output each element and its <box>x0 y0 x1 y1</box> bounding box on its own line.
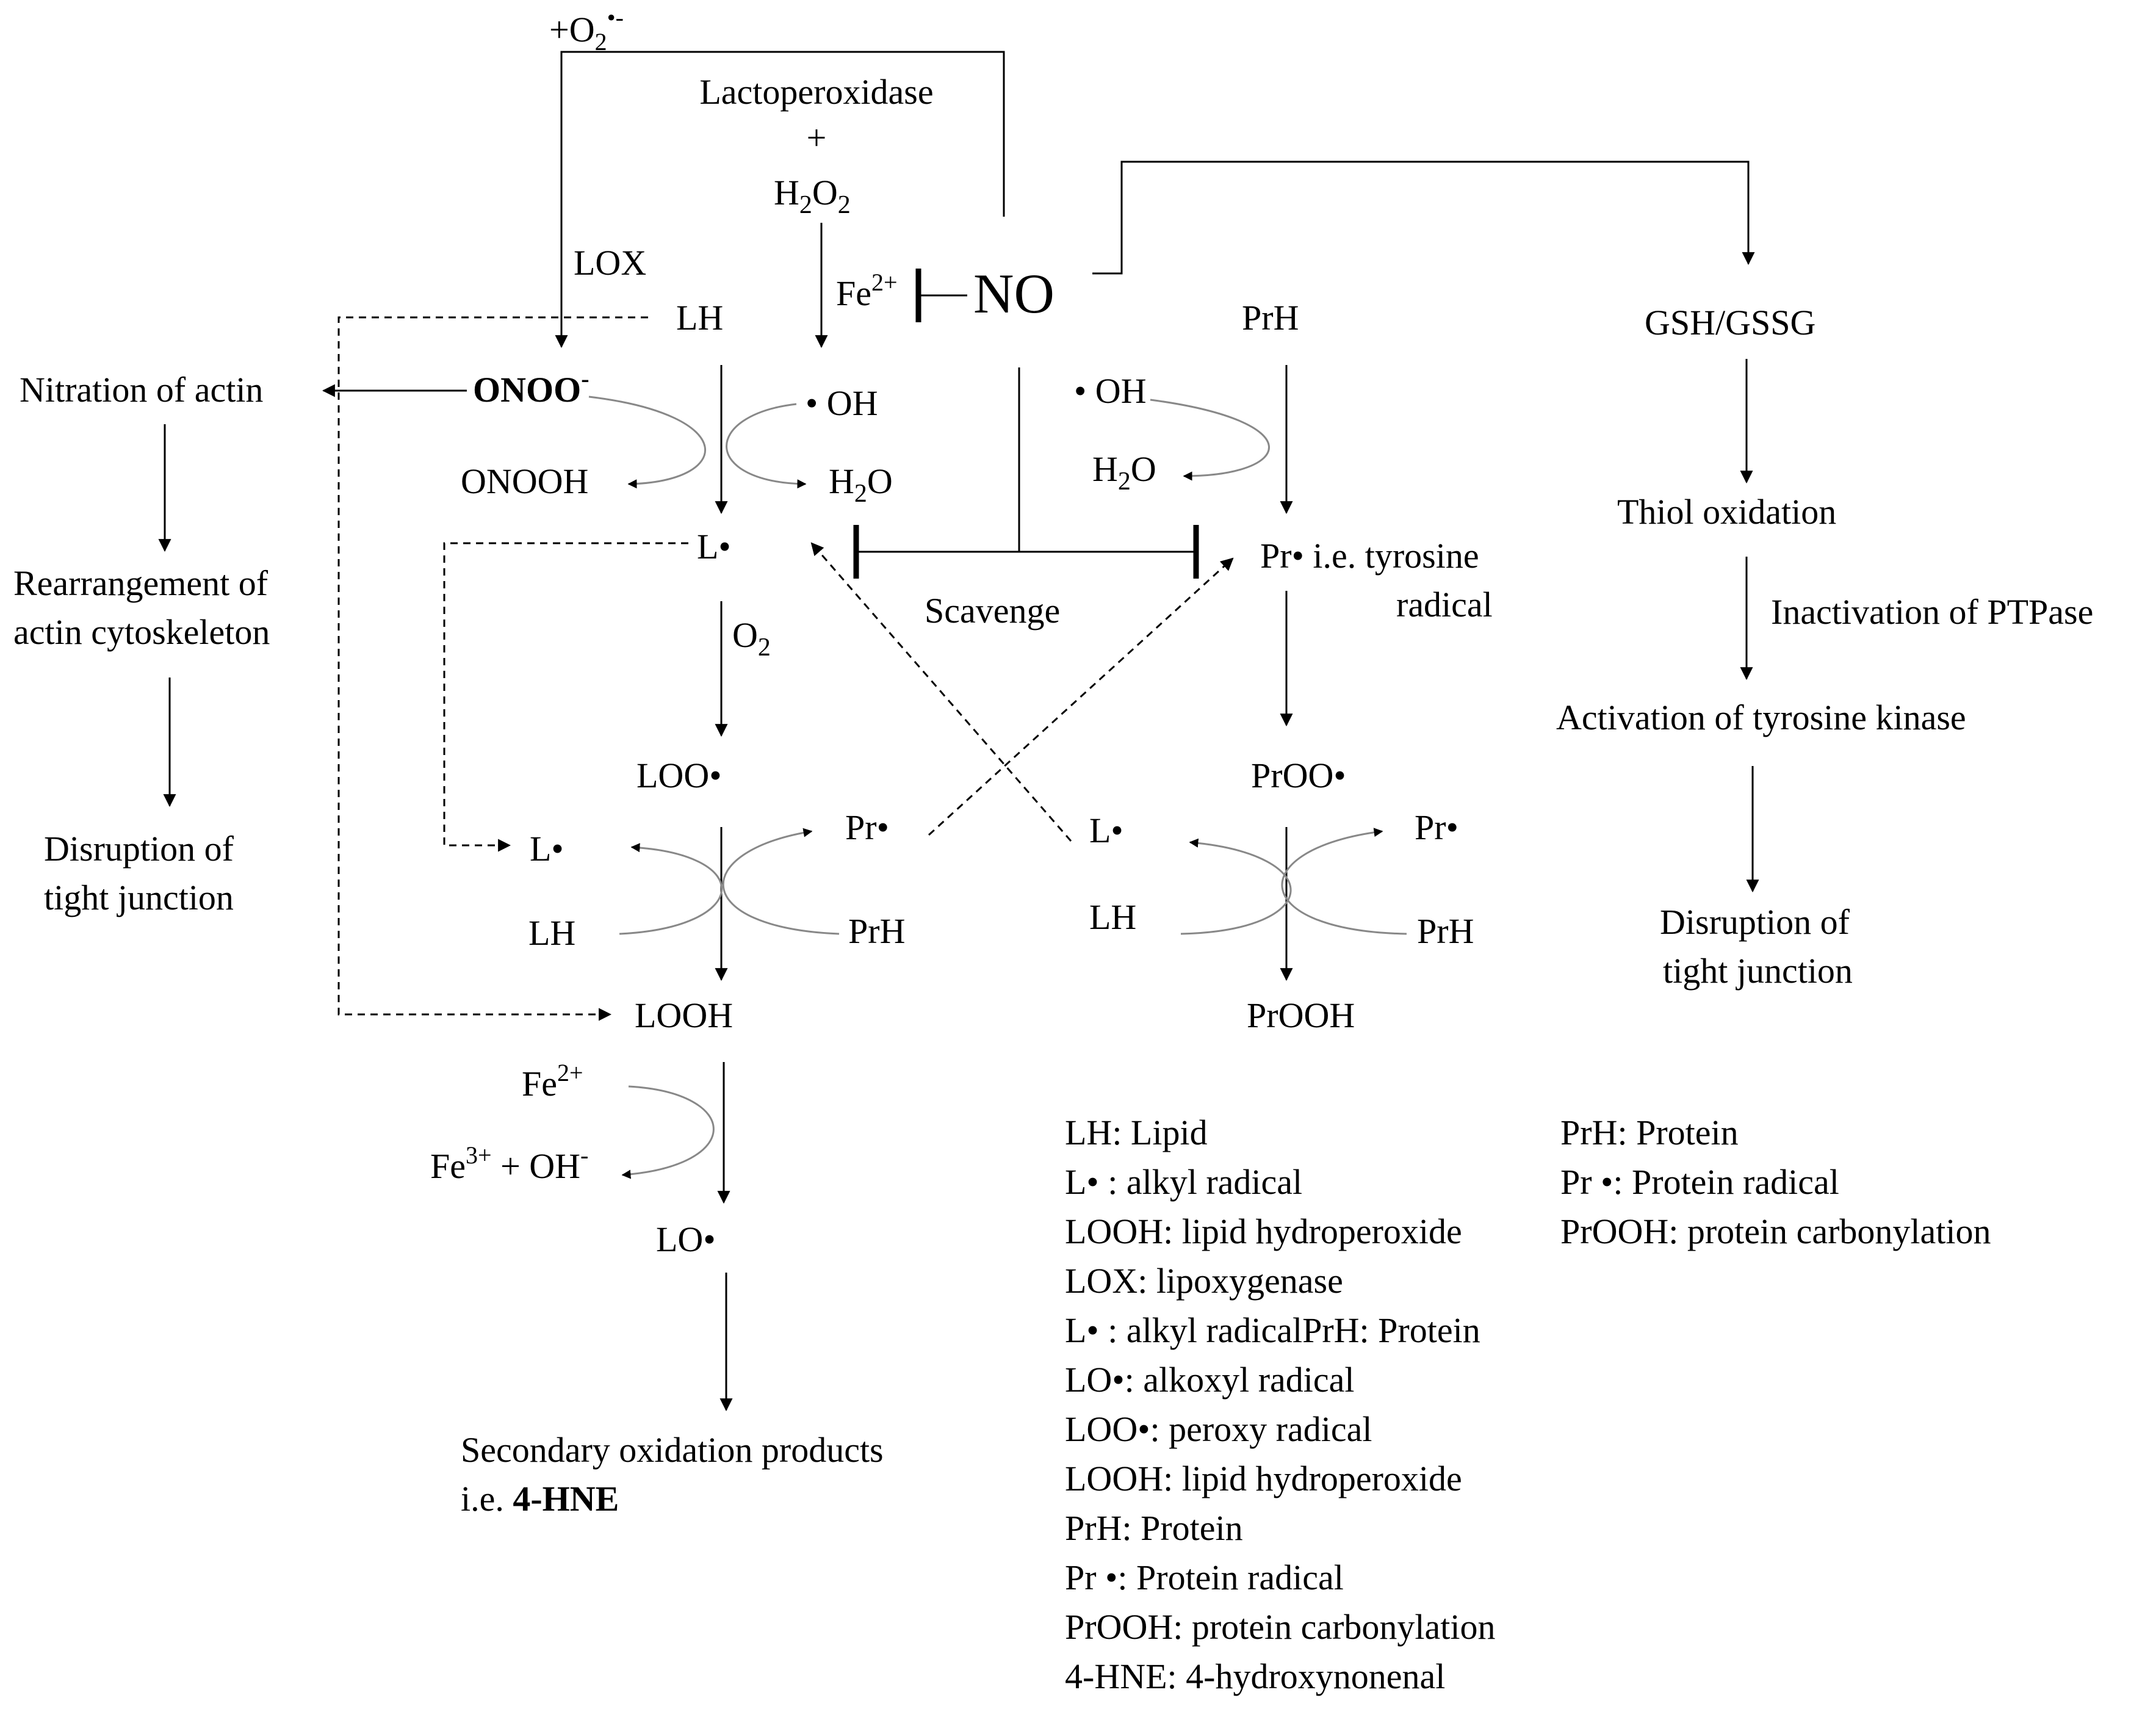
connector-layer <box>158 51 1759 1412</box>
hydroxyl-radical-left: • OH <box>806 383 878 423</box>
legend-entry: Pr •: Protein radical <box>1560 1162 1839 1202</box>
text-layer: +O2•- Lactoperoxidase + H2O2 LOX LH Fe2+… <box>13 4 2093 1519</box>
prh-mid-right: PrH <box>1417 911 1474 951</box>
legend-entry: 4-HNE: 4-hydroxynonenal <box>1065 1657 1445 1696</box>
legend-entry: LOO•: peroxy radical <box>1065 1409 1372 1449</box>
legend-entry: L• : alkyl radicalPrH: Protein <box>1065 1310 1480 1350</box>
superoxide-label: +O2•- <box>549 4 624 56</box>
water-left: H2O <box>829 461 893 508</box>
prh-top: PrH <box>1242 298 1299 338</box>
legend-entry: LH: Lipid <box>1065 1113 1208 1152</box>
prh-to-pr-mid-right-curve <box>1281 828 1407 935</box>
legend-entry: Pr •: Protein radical <box>1065 1558 1344 1597</box>
no-to-gsh-arrow <box>1092 161 1755 275</box>
activation-tyrosine-kinase: Activation of tyrosine kinase <box>1556 698 1966 737</box>
alkoxyl-radical: LO• <box>656 1219 716 1259</box>
legend-entry: PrH: Protein <box>1560 1113 1739 1152</box>
onooh-label: ONOOH <box>461 461 588 501</box>
plus-sign: + <box>807 118 827 157</box>
legend-entry: PrOOH: protein carbonylation <box>1065 1607 1496 1647</box>
secondary-products-line1: Secondary oxidation products <box>461 1430 884 1470</box>
scavenge-label: Scavenge <box>925 591 1060 630</box>
nitration-of-actin: Nitration of actin <box>20 370 263 410</box>
lh-mid-left: LH <box>528 913 575 953</box>
lox-label: LOX <box>574 243 646 283</box>
legend-entry: LO•: alkoxyl radical <box>1065 1360 1354 1400</box>
protein-radical-top: Pr• i.e. tyrosine <box>1260 536 1479 576</box>
disruption-right-line2: tight junction <box>1663 951 1853 991</box>
thiol-oxidation: Thiol oxidation <box>1617 492 1836 532</box>
oh-to-h2o-right-curve <box>1150 399 1270 481</box>
gsh-gssg: GSH/GSSG <box>1645 303 1815 342</box>
fe2-top-label: Fe2+ <box>836 269 898 313</box>
lh-mid-right: LH <box>1089 897 1136 937</box>
fe2-to-fe3-curve <box>621 1085 715 1179</box>
disruption-right-line1: Disruption of <box>1660 902 1850 942</box>
no-label: NO <box>973 262 1055 325</box>
protein-peroxy-radical: PrOO• <box>1251 756 1346 795</box>
protein-radical-mid-left: Pr• <box>845 808 889 847</box>
pr-radical-to-top-dashed <box>928 557 1234 836</box>
onoo-to-onooh-curve <box>588 396 706 489</box>
fe3-bottom-label: Fe3+ + OH- <box>430 1141 588 1186</box>
fe2-bottom-label: Fe2+ <box>522 1059 583 1104</box>
legend-entry: L• : alkyl radical <box>1065 1162 1302 1202</box>
alkyl-radical-mid-left: L• <box>530 829 564 869</box>
lactoperoxidase-label: Lactoperoxidase <box>699 72 933 112</box>
water-right: H2O <box>1092 449 1156 496</box>
prh-mid-left: PrH <box>848 911 905 951</box>
alkyl-radical-mid-right: L• <box>1089 811 1123 850</box>
lh-to-l-mid-right-curve <box>1180 838 1292 935</box>
lh-to-l-mid-left-curve <box>619 843 723 935</box>
disruption-left-line1: Disruption of <box>44 829 234 869</box>
oxygen-label: O2 <box>732 615 771 662</box>
rearrangement-line2: actin cytoskeleton <box>13 612 270 652</box>
l-radical-dashed-arrow <box>443 542 688 852</box>
superoxide-arrow <box>555 51 1005 349</box>
hydroxyl-radical-right: • OH <box>1074 371 1147 411</box>
lipid-hydroperoxide: LOOH <box>635 995 733 1035</box>
h2o2-label: H2O2 <box>774 173 851 219</box>
protein-hydroperoxide: PrOOH <box>1247 995 1355 1035</box>
rearrangement-line1: Rearrangement of <box>13 563 269 603</box>
peroxynitrite-label: ONOO- <box>473 365 589 410</box>
lh-top: LH <box>676 298 723 338</box>
legend-entry: PrOOH: protein carbonylation <box>1560 1212 1991 1251</box>
legend-entry: LOOH: lipid hydroperoxide <box>1065 1212 1462 1251</box>
radical-word: radical <box>1396 585 1493 624</box>
legend-entry: LOOH: lipid hydroperoxide <box>1065 1459 1462 1498</box>
lh-to-looh-dashed-arrow <box>337 316 648 1021</box>
legend-right-column: PrH: Protein Pr •: Protein radicalPrOOH: … <box>1560 1113 1991 1251</box>
protein-radical-mid-right: Pr• <box>1415 808 1458 847</box>
inactivation-ptpase: Inactivation of PTPase <box>1771 592 2093 632</box>
prh-to-pr-mid-left-curve <box>722 828 840 935</box>
alkyl-radical-top: L• <box>697 527 731 566</box>
peroxy-radical: LOO• <box>636 756 722 795</box>
oh-to-h2o-left-curve <box>726 403 807 489</box>
l-radical-to-top-dashed <box>810 542 1072 842</box>
legend-entry: LOX: lipoxygenase <box>1065 1261 1343 1301</box>
secondary-products-line2: i.e. 4-HNE <box>461 1479 619 1519</box>
legend-entry: PrH: Protein <box>1065 1508 1243 1548</box>
disruption-left-line2: tight junction <box>44 878 234 917</box>
